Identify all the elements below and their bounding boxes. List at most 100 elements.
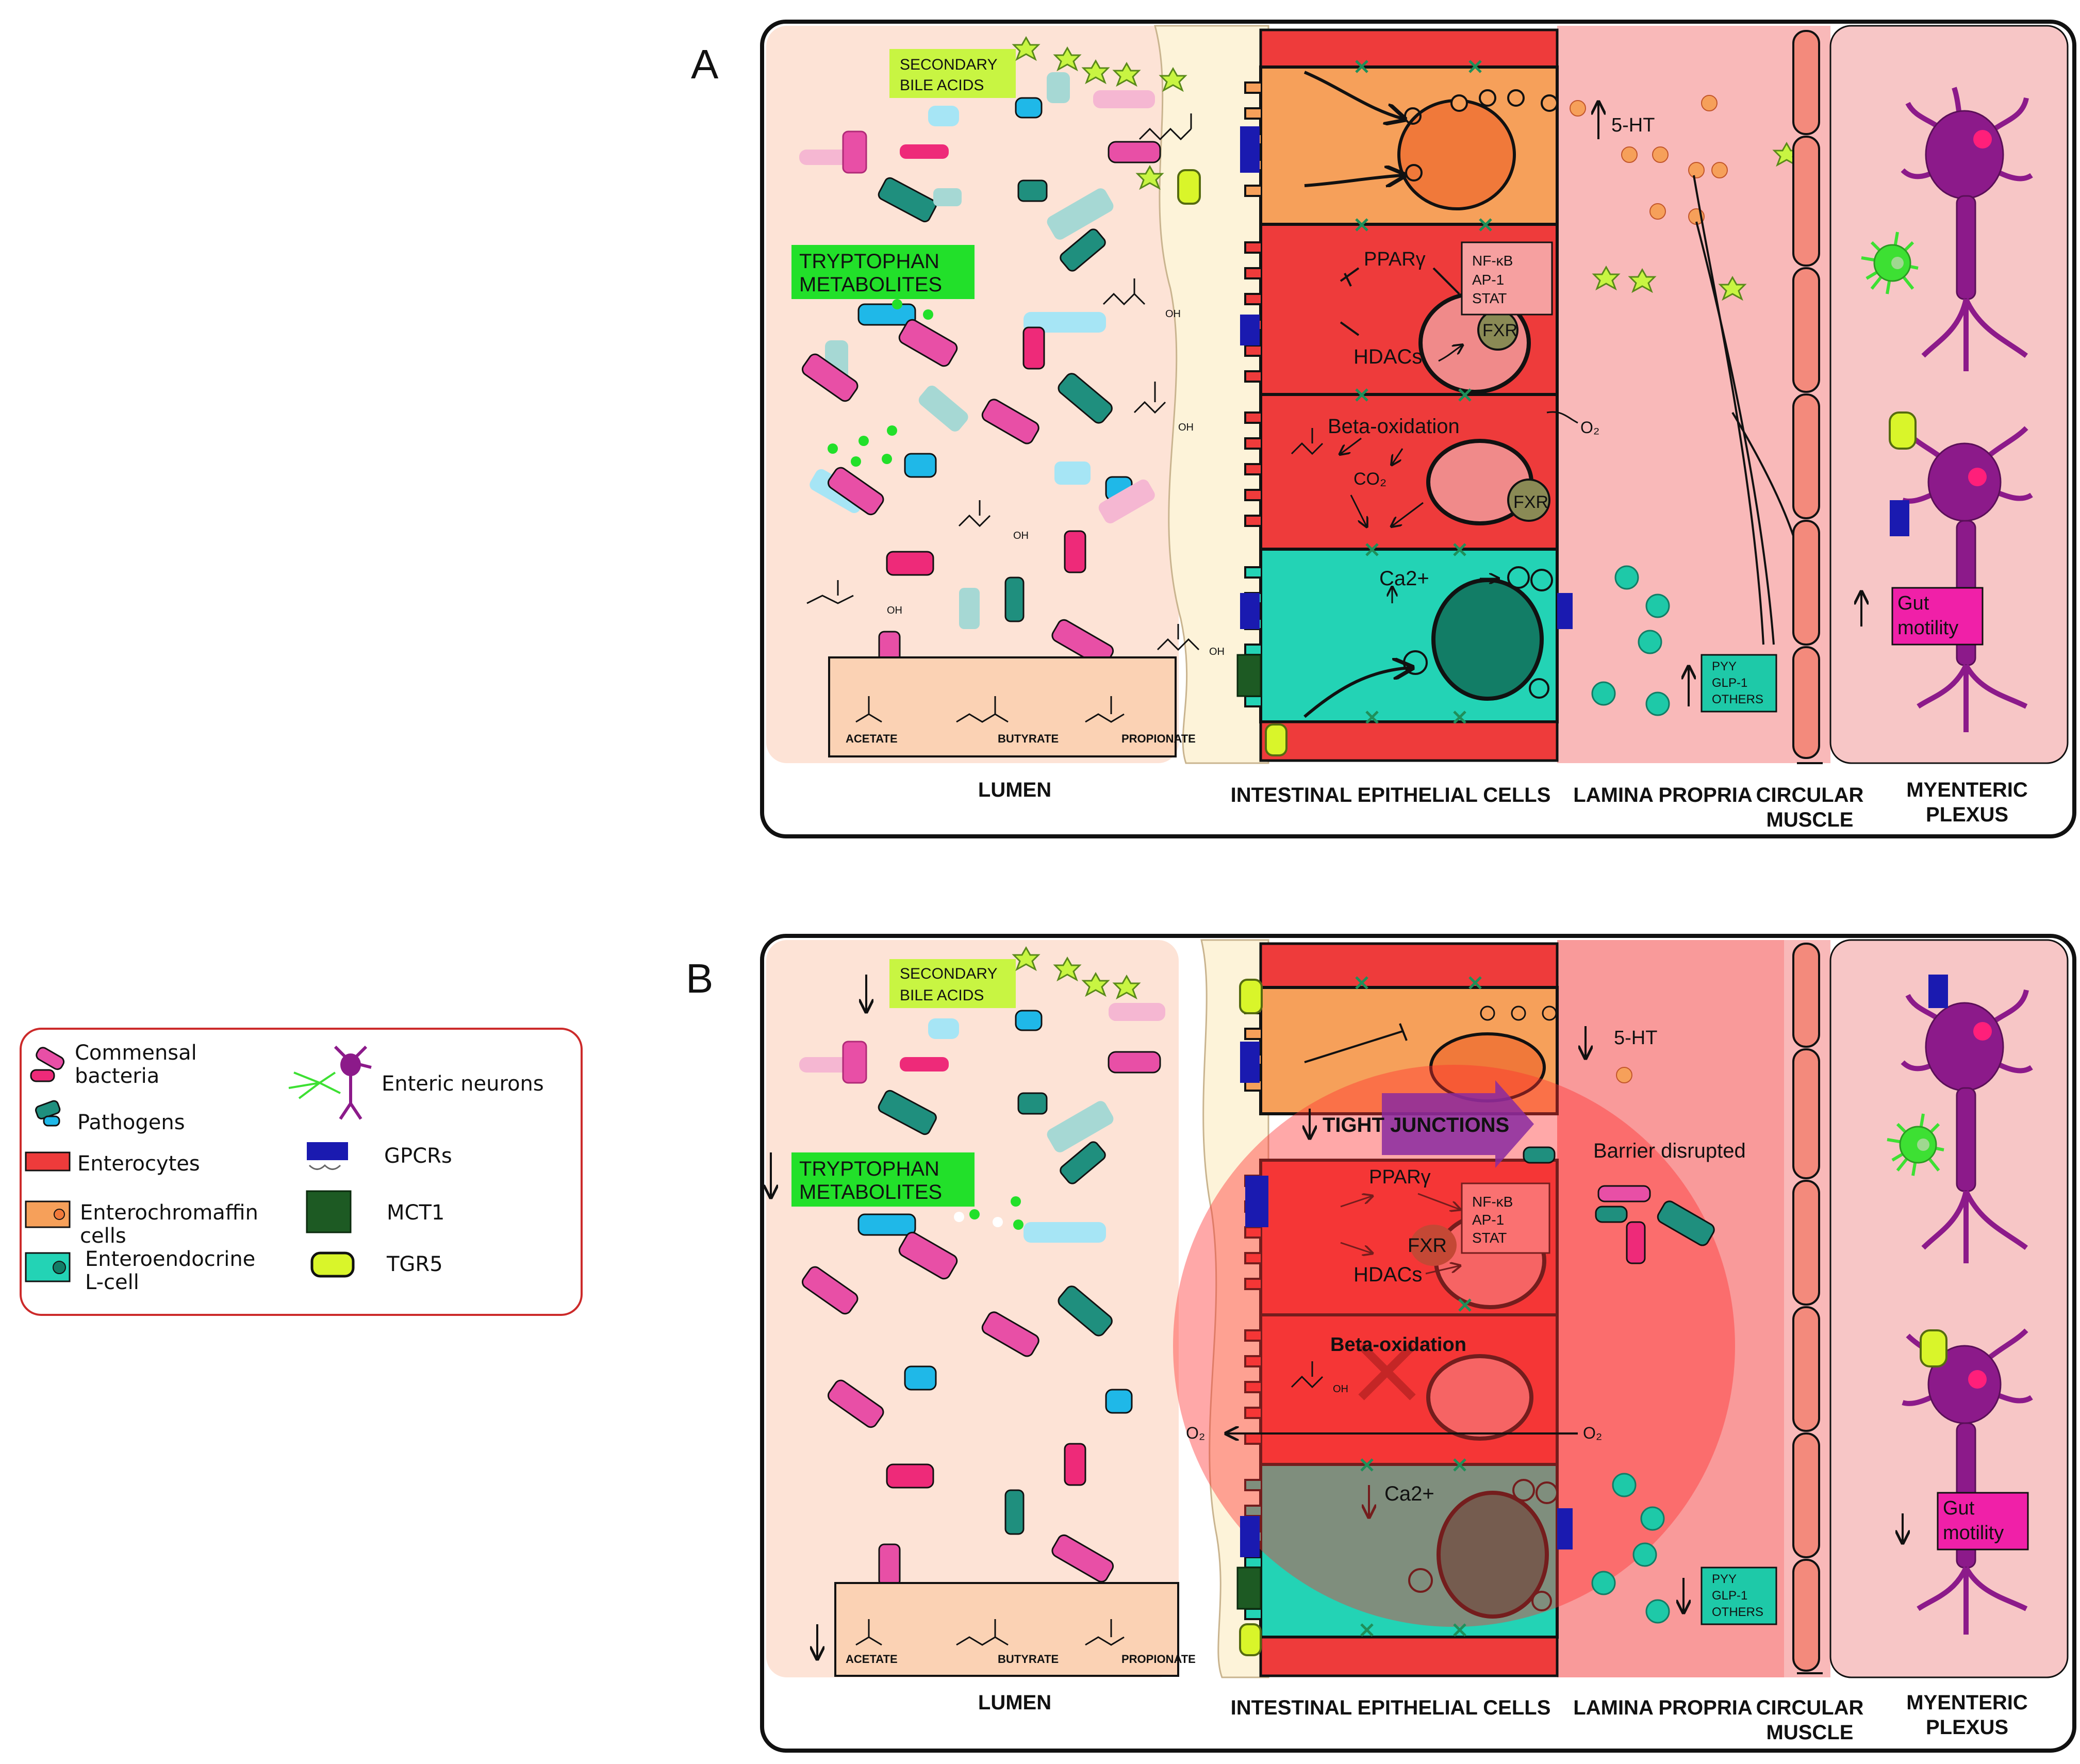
glp1-label: GLP-1 [1712, 676, 1747, 690]
oh-label: OH [887, 605, 902, 616]
nfkb-box [1461, 241, 1553, 316]
enteric-glia-a [1861, 232, 1919, 294]
oh-label: OH [1165, 308, 1181, 320]
region-lumen: LUMEN [978, 779, 1051, 801]
gut-motility-line2: motility [1897, 617, 1958, 639]
enterocyte-cell-b2 [1244, 1313, 1559, 1466]
fxr-label: FXR [1482, 321, 1517, 340]
scfa-propionate-b: PROPIONATE [1121, 1653, 1196, 1666]
legend-enteroendocrine-1: Enteroendocrine [85, 1247, 255, 1271]
legend-enterocytes: Enterocytes [77, 1152, 200, 1176]
ap1-label: AP-1 [1472, 272, 1504, 288]
scfa-butyrate: BUTYRATE [998, 732, 1059, 745]
legend-commensal-2: bacteria [75, 1064, 159, 1088]
hdacs-label: HDACs [1353, 345, 1422, 368]
region-circular-muscle-b2: MUSCLE [1767, 1721, 1854, 1744]
mct1-transporter [1236, 654, 1262, 697]
gut-motility-box-a [1891, 587, 1984, 646]
glp1-label-b: GLP-1 [1712, 1589, 1747, 1603]
tryptophan-line1: TRYPTOPHAN [799, 250, 939, 273]
others-label: OTHERS [1712, 693, 1763, 706]
gpcr-receptors [1240, 126, 1573, 629]
beta-oxidation-label: Beta-oxidation [1328, 415, 1460, 438]
lumen-bacteria-b [799, 1003, 1715, 1587]
ppar-label-b: PPARγ [1369, 1166, 1431, 1188]
scfa-box [828, 656, 1177, 757]
region-lamina-propria: LAMINA PROPRIA [1573, 784, 1752, 806]
gut-motility-b2: motility [1943, 1522, 2004, 1544]
region-myenteric-plexus-2: PLEXUS [1926, 803, 2008, 826]
enteroendocrine-l-cell-b [1244, 1463, 1559, 1639]
lamina-propria-region [1557, 26, 1784, 763]
enterochromaffin-cell [1244, 65, 1559, 226]
region-myenteric-plexus-1: MYENTERIC [1906, 779, 2028, 801]
legend-enterochromaffin-2: cells [80, 1224, 126, 1248]
barrier-disruption-zone [1173, 1065, 1735, 1627]
barrier-disrupted-label: Barrier disrupted [1593, 1140, 1746, 1162]
tgr5-receptor-a2 [1265, 723, 1287, 756]
region-epithelium: INTESTINAL EPITHELIAL CELLS [1231, 784, 1551, 806]
tight-junctions-arrow [1382, 1080, 1534, 1168]
legend-pathogens: Pathogens [77, 1111, 185, 1134]
co2-label: CO₂ [1353, 469, 1386, 489]
ap1-label-b: AP-1 [1472, 1212, 1504, 1228]
secondary-bile-acids-b2: BILE ACIDS [900, 987, 984, 1004]
region-circular-muscle-b1: CIRCULAR [1756, 1696, 1864, 1719]
oh-label-b: OH [1333, 1383, 1348, 1395]
gut-motility-b1: Gut [1943, 1497, 1975, 1519]
tight-junctions-label: TIGHT JUNCTIONS [1323, 1114, 1509, 1136]
legend-enterochromaffin-1: Enterochromaffin [80, 1201, 258, 1225]
lumen-bacteria-a [799, 72, 1161, 674]
pyy-box [1701, 654, 1777, 713]
hormone-granules-a [1591, 565, 1670, 716]
oh-label: OH [1209, 646, 1225, 657]
scfa-butyrate-b: BUTYRATE [998, 1653, 1059, 1666]
hdacs-label-b: HDACs [1353, 1263, 1422, 1286]
beta-oxidation-label-b: Beta-oxidation [1330, 1334, 1466, 1356]
ca2-label-b: Ca2+ [1384, 1482, 1434, 1505]
pyy-label: PYY [1712, 660, 1737, 673]
o2-left-label: O₂ [1186, 1424, 1205, 1442]
tryptophan-line2: METABOLITES [799, 273, 942, 296]
legend-commensal-1: Commensal [75, 1041, 197, 1065]
gut-motility-line1: Gut [1897, 592, 1929, 614]
panel-a-letter: A [691, 41, 719, 87]
others-label-b: OTHERS [1712, 1605, 1763, 1619]
region-myenteric-plexus-b2: PLEXUS [1926, 1716, 2008, 1739]
ppar-label: PPARγ [1364, 249, 1426, 270]
nfkb-label-b: NF-κB [1472, 1194, 1513, 1210]
nfkb-label: NF-κB [1472, 253, 1513, 269]
o2-right-label: O₂ [1583, 1424, 1602, 1442]
lumen-region-b [766, 940, 1179, 1677]
region-lamina-propria-b: LAMINA PROPRIA [1573, 1696, 1752, 1719]
tgr5-receptor-a1 [1177, 169, 1201, 205]
ca2-label: Ca2+ [1379, 567, 1429, 590]
lumen-region [766, 26, 1179, 763]
panel-b-letter: B [686, 955, 713, 1001]
region-lumen-b: LUMEN [978, 1691, 1051, 1714]
oh-label: OH [1178, 422, 1194, 433]
myenteric-plexus-region [1829, 25, 2069, 764]
scfa-acetate-b: ACETATE [846, 1653, 898, 1666]
five-ht-label: 5-HT [1611, 114, 1655, 136]
secondary-bile-acids-box [889, 49, 1016, 98]
fxr-label-b: FXR [1408, 1235, 1447, 1257]
secondary-bile-acids-b1: SECONDARY [900, 965, 998, 982]
legend: Commensal bacteria Pathogens Enterocytes… [20, 1028, 583, 1316]
fatty-acid-structures-a [806, 113, 1324, 651]
legend-enteroendocrine-2: L-cell [85, 1271, 139, 1294]
secondary-bile-acids-line1: SECONDARY [900, 56, 998, 73]
region-circular-muscle-2: MUSCLE [1767, 809, 1854, 831]
region-circular-muscle-1: CIRCULAR [1756, 784, 1864, 806]
tryptophan-metabolites-box [791, 245, 975, 299]
enterocyte-cell-2 [1244, 393, 1559, 551]
serotonin-granules-a [1570, 95, 1728, 225]
muscle-segments-a [1792, 30, 1820, 759]
scfa-acetate: ACETATE [846, 732, 898, 745]
legend-gpcrs: GPCRs [384, 1144, 452, 1168]
oh-label: OH [1013, 530, 1029, 541]
tryptophan-b1: TRYPTOPHAN [799, 1158, 939, 1180]
enteric-neuron-a1 [1901, 87, 2033, 371]
region-myenteric-plexus-b1: MYENTERIC [1906, 1691, 2028, 1714]
